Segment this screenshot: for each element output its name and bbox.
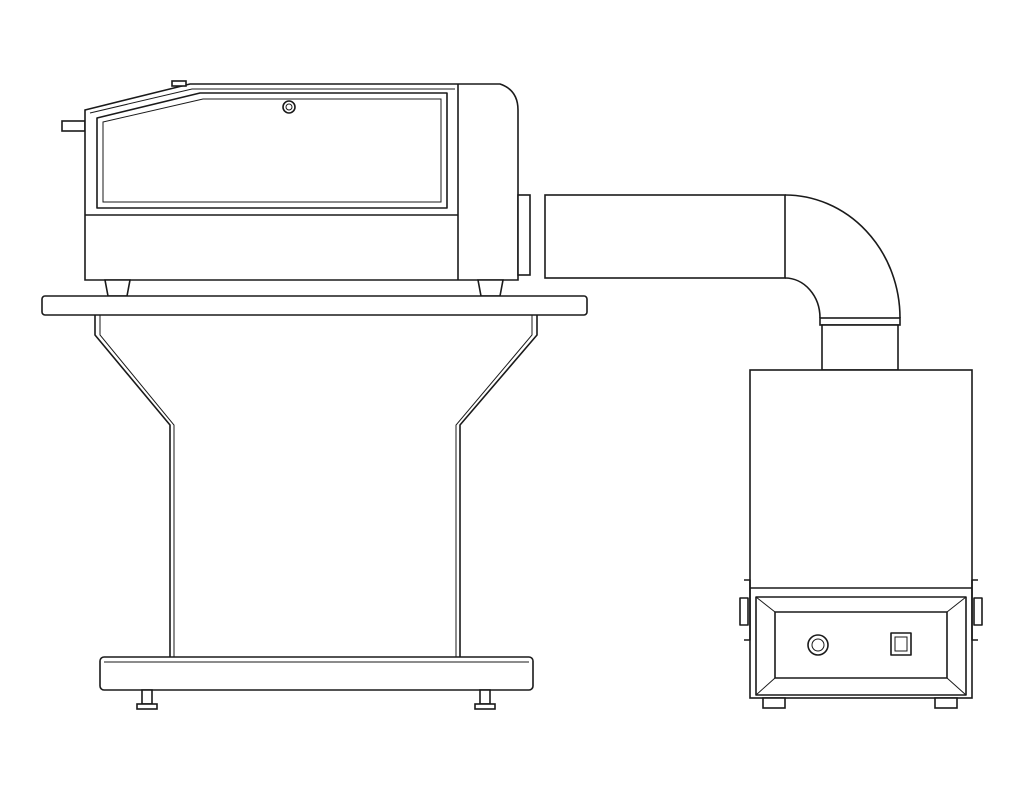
power-switch-icon <box>890 632 912 656</box>
leveling-foot <box>141 689 153 705</box>
lock-knob-icon <box>282 100 296 114</box>
dust-duct <box>544 194 901 371</box>
collector-housing <box>749 369 973 699</box>
side-clamp-left <box>739 579 751 641</box>
duct-down-pipe <box>821 324 899 371</box>
duct-elbow-outer <box>784 194 901 319</box>
air-inlet-nub <box>61 120 86 132</box>
stand-legs <box>94 315 538 657</box>
side-clamp-right <box>971 579 983 641</box>
collector-foot <box>762 697 786 709</box>
leveling-foot-pad <box>136 703 158 710</box>
cabinet-foot <box>104 279 131 297</box>
control-panel <box>774 611 948 679</box>
table-top <box>41 295 588 316</box>
control-knob-icon <box>807 634 829 656</box>
cabinet-latch <box>171 80 187 87</box>
collector-foot <box>934 697 958 709</box>
leveling-foot <box>479 689 491 705</box>
stand-base <box>99 656 534 691</box>
duct-straight <box>544 194 786 279</box>
duct-port <box>517 194 531 276</box>
dust-collector <box>739 369 983 709</box>
blast-cabinet <box>61 80 531 297</box>
viewing-window <box>102 98 442 203</box>
duct-band <box>819 317 901 326</box>
cabinet-foot <box>477 279 504 297</box>
duct-elbow-inner <box>784 277 821 319</box>
cabinet-stand <box>41 295 588 710</box>
cabinet-body <box>84 83 519 281</box>
leveling-foot-pad <box>474 703 496 710</box>
control-panel-frame <box>755 596 967 696</box>
viewing-window-frame <box>96 92 448 209</box>
